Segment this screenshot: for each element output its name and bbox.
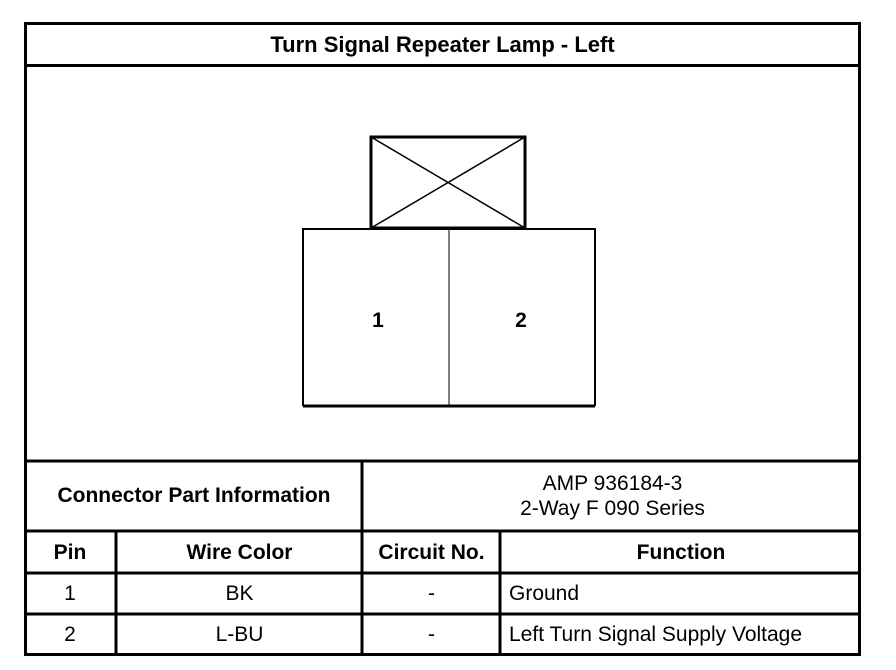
part-number: AMP 936184-3 — [542, 471, 683, 495]
row-2-pin: 2 — [64, 623, 76, 646]
diagram-title: Turn Signal Repeater Lamp - Left — [24, 22, 861, 67]
connector-latch — [369, 135, 527, 230]
part-series: 2-Way F 090 Series — [520, 496, 705, 520]
row-2-circuit-no: - — [428, 623, 435, 646]
row-2-function: Left Turn Signal Supply Voltage — [509, 623, 803, 646]
cavity-label-1: 1 — [372, 309, 384, 332]
cavity-label-2: 2 — [515, 309, 527, 332]
part-info-label: Connector Part Information — [57, 483, 331, 507]
header-circuit-no: Circuit No. — [378, 540, 485, 564]
header-wire-color: Wire Color — [186, 540, 293, 564]
part-info-value: AMP 936184-3 2-Way F 090 Series — [364, 462, 861, 529]
row-1-function: Ground — [509, 582, 580, 605]
latch-cross-line-2 — [370, 136, 526, 229]
row-1-wire-color: BK — [225, 582, 254, 605]
header-pin: Pin — [53, 540, 87, 564]
row-1-pin: 1 — [64, 582, 76, 605]
header-function: Function — [636, 540, 726, 564]
row-1-circuit-no: - — [428, 582, 435, 605]
row-2-wire-color: L-BU — [215, 623, 264, 646]
connector-body: 1 2 — [302, 228, 596, 408]
